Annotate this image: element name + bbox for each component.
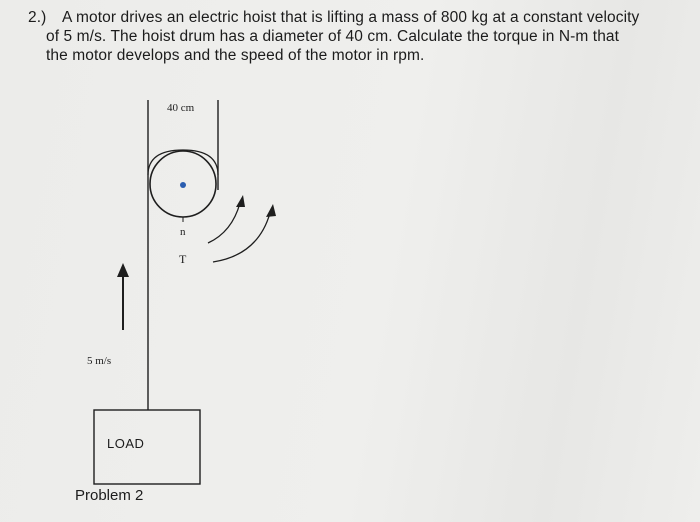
problem-text-line-2: of 5 m/s. The hoist drum has a diameter … — [46, 28, 620, 45]
torque-symbol-t: T — [179, 252, 187, 266]
problem-statement: 2.) A motor drives an electric hoist that… — [28, 8, 688, 65]
problem-number: 2.) — [28, 9, 47, 26]
velocity-label: 5 m/s — [87, 355, 112, 367]
torque-arc — [212, 212, 271, 263]
speed-arrow-head — [236, 195, 245, 207]
load-label: LOAD — [107, 436, 145, 451]
torque-arrow-head — [266, 204, 276, 217]
velocity-arrow-head — [117, 263, 129, 277]
diameter-label: 40 cm — [167, 102, 195, 114]
figure-caption: Problem 2 — [75, 487, 144, 504]
problem-text-line-3: the motor develops and the speed of the … — [46, 47, 425, 64]
rope-over-drum — [147, 149, 219, 176]
problem-text-line-1: A motor drives an electric hoist that is… — [62, 9, 640, 26]
load-box — [93, 409, 201, 485]
speed-symbol-n: n — [180, 226, 186, 238]
problem-line-1: 2.) A motor drives an electric hoist that… — [28, 8, 688, 27]
speed-arc — [207, 202, 241, 244]
drum-axle-dot — [180, 182, 186, 188]
